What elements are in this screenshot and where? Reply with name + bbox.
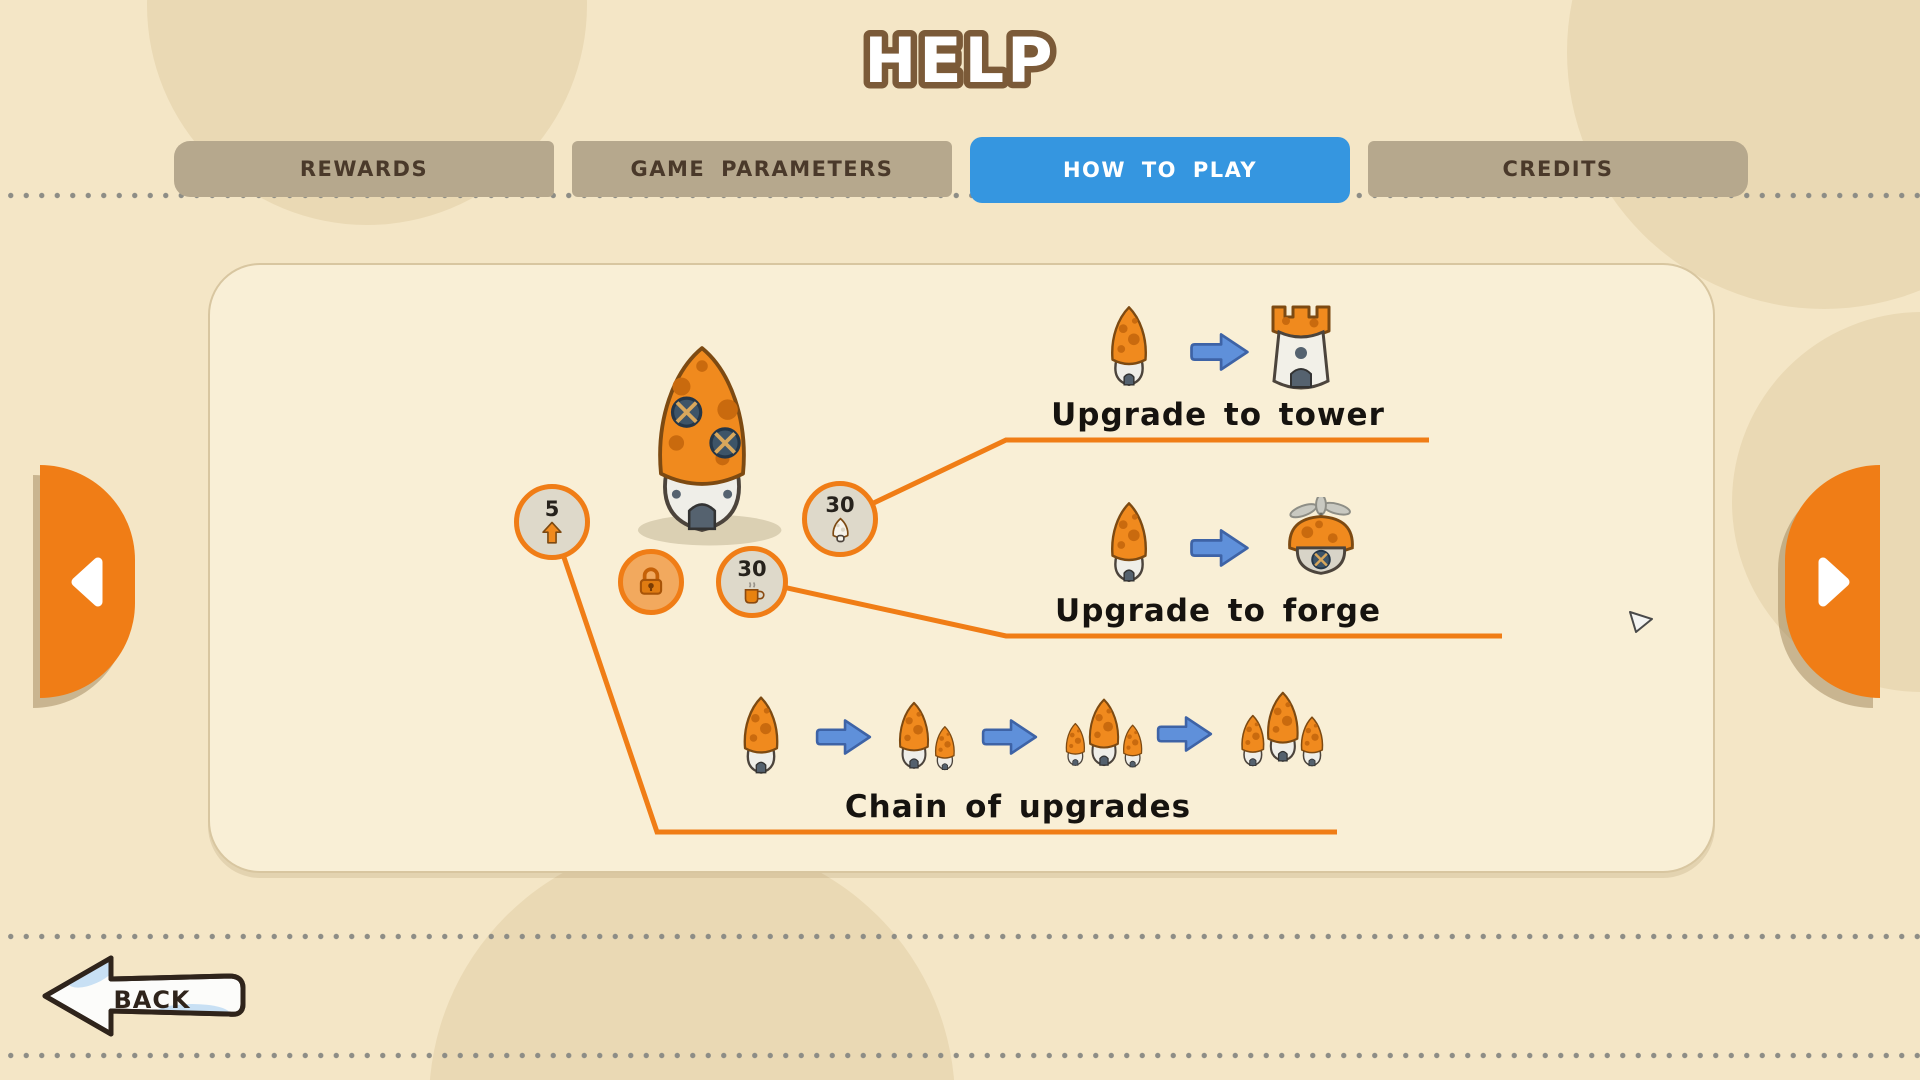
tab-rewards[interactable]: REWARDS (174, 141, 554, 197)
tab-label: HOW TO PLAY (1062, 158, 1258, 182)
triangle-left-icon (71, 557, 102, 606)
upgrade-to-forge-label: Upgrade to forge (1055, 593, 1381, 629)
upgrade-to-tower-label: Upgrade to tower (1051, 397, 1385, 433)
svg-text:HELP: HELP (864, 24, 1055, 97)
chain-stage-3-icon (1058, 698, 1150, 770)
chain-stage-4-icon (1232, 691, 1332, 771)
tower-icon (1258, 301, 1344, 397)
tab-label: CREDITS (1502, 157, 1614, 181)
forge-icon (1276, 497, 1366, 587)
chain-stage-1-icon (731, 695, 791, 779)
how-to-play-panel: 5 30 30 Upgrade to tower Upgrade to forg… (208, 263, 1715, 873)
tab-how-to-play[interactable]: HOW TO PLAY (970, 137, 1350, 203)
connector-lines (549, 437, 1502, 835)
mug-icon (739, 580, 765, 606)
arrow-right-icon (980, 715, 1040, 759)
chain-stage-2-icon (888, 701, 966, 773)
arrow-right-icon (814, 715, 874, 759)
lock-icon (634, 565, 668, 599)
divider-dotted-top (0, 192, 1920, 199)
prev-page-button[interactable] (40, 465, 135, 698)
mouse-cursor (1629, 611, 1653, 633)
tab-credits[interactable]: CREDITS (1368, 141, 1748, 197)
page-title: HELP (858, 18, 1059, 104)
back-arrow-icon (42, 955, 246, 1037)
page-title-wrap: HELP (0, 14, 1920, 110)
mushroom-house-icon (1098, 305, 1160, 391)
divider-dotted-edge (0, 1052, 1920, 1059)
arrow-right-icon (1188, 329, 1252, 375)
badge-locked-slot (618, 549, 684, 615)
chain-of-upgrades-label: Chain of upgrades (844, 789, 1192, 825)
back-button-label: BACK (113, 986, 191, 1014)
tab-game-parameters[interactable]: GAME PARAMETERS (572, 141, 952, 197)
divider-dotted-bottom (0, 933, 1920, 940)
mushroom-icon (827, 517, 854, 544)
background-circle (429, 839, 955, 1080)
mushroom-house-icon (1098, 501, 1160, 587)
tab-label: REWARDS (299, 157, 429, 181)
back-button[interactable]: BACK (37, 950, 252, 1042)
tab-label: GAME PARAMETERS (630, 157, 894, 181)
arrow-right-icon (1188, 525, 1252, 571)
badge-value: 30 (825, 493, 855, 518)
up-arrow-icon (539, 520, 565, 546)
badge-forge-cost: 30 (716, 546, 788, 618)
badge-value: 5 (544, 496, 560, 521)
badge-tower-cost: 30 (802, 481, 878, 557)
badge-value: 30 (737, 556, 767, 581)
mushroom-house-illustration (608, 343, 796, 548)
arrow-right-icon (1155, 712, 1215, 756)
badge-chain-upgrade-cost: 5 (514, 484, 590, 560)
triangle-right-icon (1818, 557, 1849, 606)
